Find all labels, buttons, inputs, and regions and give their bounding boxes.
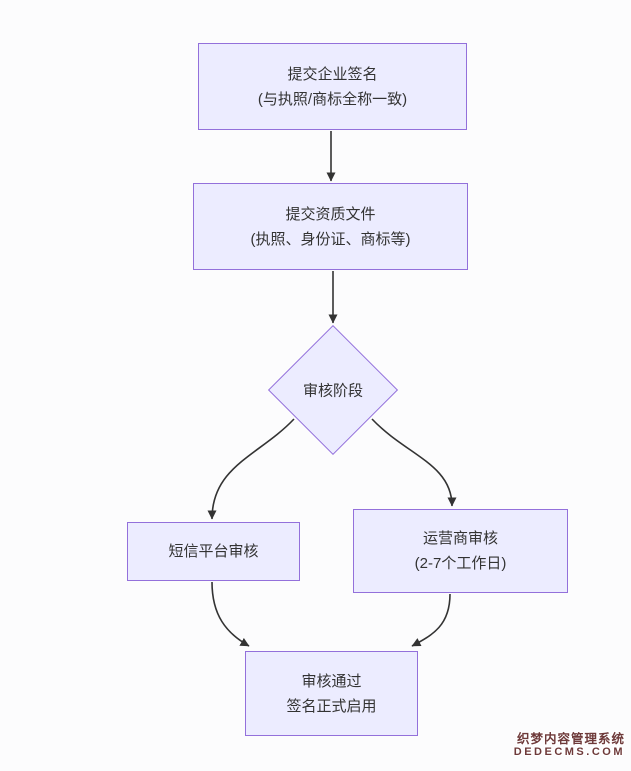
node-label-line: (2-7个工作日) bbox=[414, 555, 507, 572]
node-approved: 审核通过 签名正式启用 bbox=[245, 651, 418, 736]
watermark-en-text: DEDECMS.COM bbox=[513, 746, 625, 758]
watermark: 织梦内容管理系统 DEDECMS.COM bbox=[514, 733, 625, 759]
watermark-cn-text: 织梦内容管理系统 bbox=[516, 732, 625, 746]
node-sms-review: 短信平台审核 bbox=[127, 522, 300, 581]
node-label-line: 签名正式启用 bbox=[286, 697, 377, 715]
node-carrier-review: 运营商审核 (2-7个工作日) bbox=[353, 509, 568, 593]
node-label-line: (与执照/商标全称一致) bbox=[257, 90, 408, 108]
node-label-line: 审核阶段 bbox=[302, 382, 364, 400]
node-label-line: 运营商审核 bbox=[422, 530, 498, 547]
node-review-stage: 审核阶段 bbox=[267, 324, 399, 456]
node-label-line: 提交资质文件 bbox=[285, 205, 376, 223]
edge-sms-to-approved bbox=[211, 581, 250, 647]
edge-carrier-to-approved bbox=[411, 593, 451, 647]
node-label-line: 审核通过 bbox=[301, 672, 362, 690]
node-label-line: 提交企业签名 bbox=[287, 65, 378, 83]
node-submit-documents: 提交资质文件 (执照、身份证、商标等) bbox=[193, 183, 468, 270]
node-label-line: (执照、身份证、商标等) bbox=[250, 230, 411, 248]
node-label-line: 短信平台审核 bbox=[168, 543, 259, 560]
edge-review-to-carrier bbox=[371, 418, 457, 507]
edge-review-to-sms bbox=[207, 418, 295, 520]
node-submit-signature: 提交企业签名 (与执照/商标全称一致) bbox=[198, 43, 467, 130]
